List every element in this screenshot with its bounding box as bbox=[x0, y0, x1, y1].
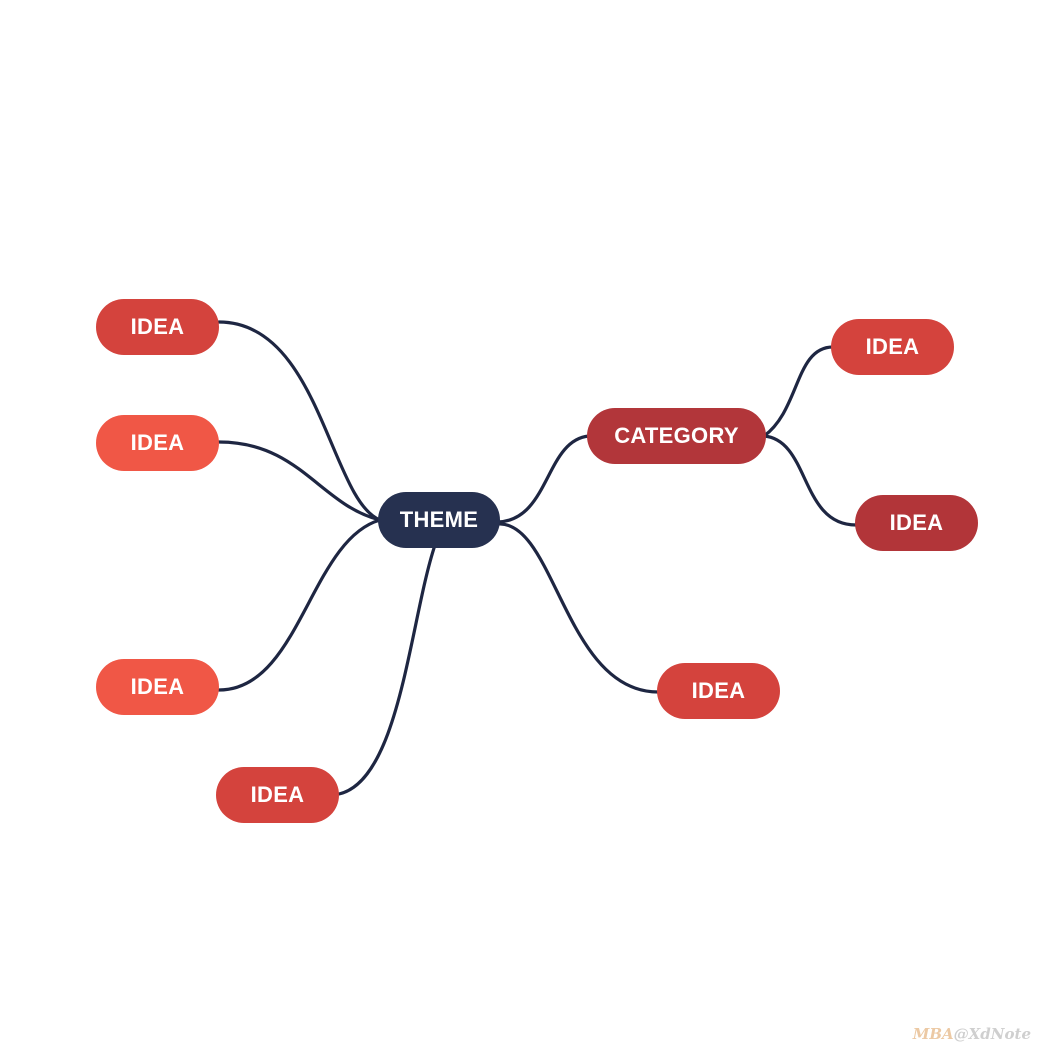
watermark-brand: MBA bbox=[912, 1025, 954, 1043]
idea-node-right-1[interactable]: IDEA bbox=[831, 319, 954, 375]
idea-node-left-3[interactable]: IDEA bbox=[96, 659, 219, 715]
category-node[interactable]: CATEGORY bbox=[587, 408, 766, 464]
link-category-idea-r2 bbox=[762, 434, 858, 527]
link-category-idea-r1 bbox=[762, 345, 835, 438]
idea-node-bottom[interactable]: IDEA bbox=[216, 767, 339, 823]
link-theme-idea-l3 bbox=[217, 518, 382, 692]
idea-node-right-3[interactable]: IDEA bbox=[657, 663, 780, 719]
link-theme-idea-l4 bbox=[337, 543, 437, 796]
theme-node[interactable]: THEME bbox=[378, 492, 500, 548]
link-theme-idea-l1 bbox=[217, 320, 382, 522]
link-group bbox=[217, 320, 858, 796]
link-theme-idea-r3 bbox=[496, 522, 660, 694]
link-theme-category bbox=[496, 434, 591, 524]
watermark-handle: @XdNote bbox=[953, 1025, 1031, 1043]
idea-node-left-2[interactable]: IDEA bbox=[96, 415, 219, 471]
idea-node-right-2[interactable]: IDEA bbox=[855, 495, 978, 551]
idea-node-left-1[interactable]: IDEA bbox=[96, 299, 219, 355]
link-theme-idea-l2 bbox=[217, 440, 382, 522]
watermark: MBA@XdNote bbox=[913, 1025, 1031, 1043]
